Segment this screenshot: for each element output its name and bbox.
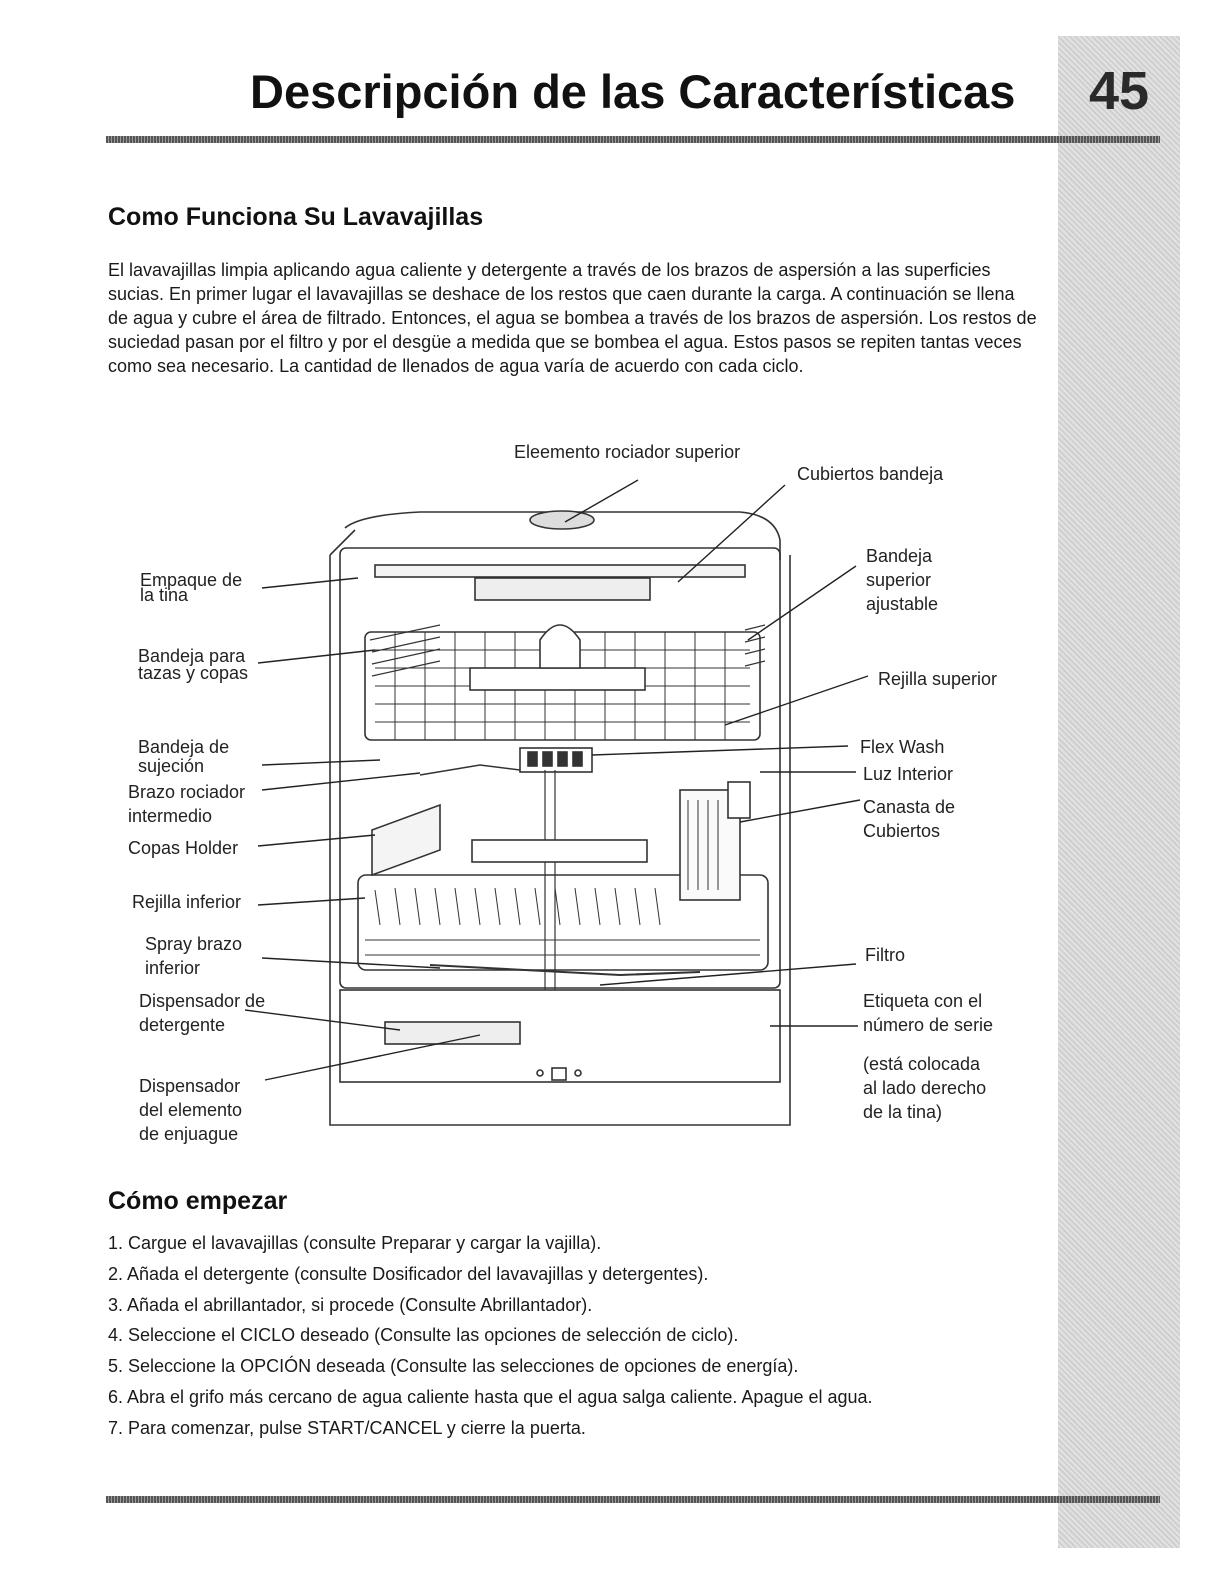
step-item: 2. Añada el detergente (consulte Dosific… [108,1259,873,1290]
label-flex-wash: Flex Wash [860,735,944,759]
label-cutlery-basket: Canasta de Cubiertos [863,795,955,843]
bottom-rule [106,1496,1160,1503]
label-lower-spray-arm: Spray brazo inferior [145,932,242,980]
step-item: 5. Seleccione la OPCIÓN deseada (Consult… [108,1351,873,1382]
label-copas-holder: Copas Holder [128,836,238,860]
label-upper-rack: Rejilla superior [878,667,997,691]
label-adjustable-upper-rack: Bandeja superior ajustable [866,544,938,616]
step-item: 4. Seleccione el CICLO deseado (Consulte… [108,1320,873,1351]
label-interior-light: Luz Interior [863,762,953,786]
section-heading-getting-started: Cómo empezar [108,1187,287,1216]
step-item: 1. Cargue el lavavajillas (consulte Prep… [108,1228,873,1259]
step-item: 3. Añada el abrillantador, si procede (C… [108,1290,873,1321]
label-lower-rack: Rejilla inferior [132,890,241,914]
label-filter: Filtro [865,943,905,967]
label-rinse-dispenser: Dispensador del elemento de enjuague [139,1074,242,1146]
steps-list: 1. Cargue el lavavajillas (consulte Prep… [108,1228,873,1444]
label-holding-tray: Bandeja de sujeción [138,738,229,776]
label-serial-number: Etiqueta con el número de serie (está co… [863,989,993,1124]
label-upper-spray: Eleemento rociador superior [514,440,740,464]
label-cup-shelf: Bandeja para tazas y copas [138,648,248,682]
label-detergent-dispenser: Dispensador de detergente [139,989,265,1037]
step-item: 6. Abra el grifo más cercano de agua cal… [108,1382,873,1413]
label-cutlery-tray: Cubiertos bandeja [797,462,943,486]
label-mid-spray-arm: Brazo rociador intermedio [128,780,245,828]
label-tub-gasket: Empaque de la tina [140,573,242,603]
step-item: 7. Para comenzar, pulse START/CANCEL y c… [108,1413,873,1444]
